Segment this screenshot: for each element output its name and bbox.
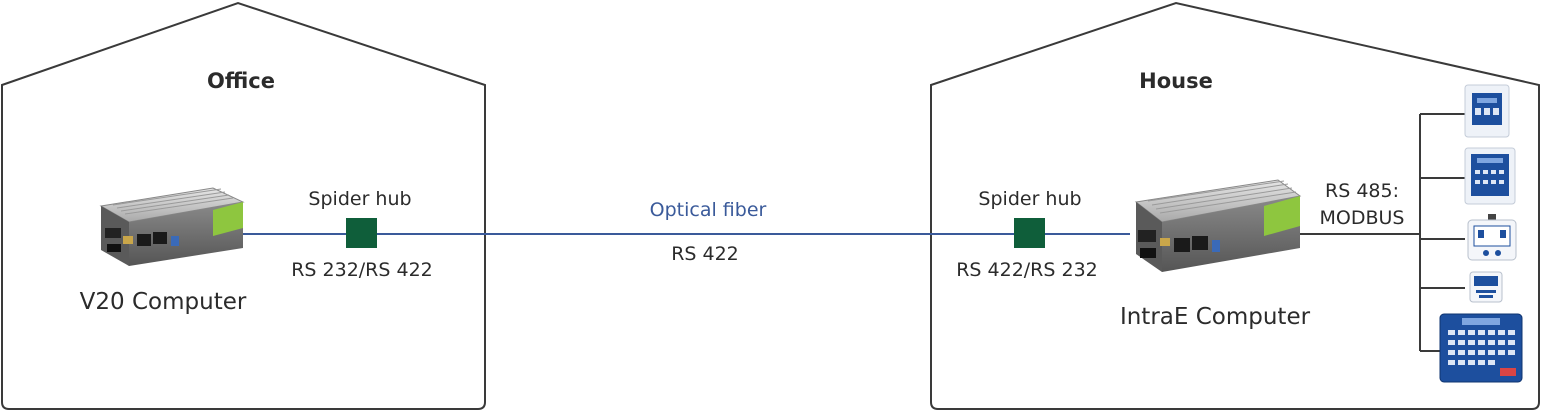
office-title: Office bbox=[207, 69, 275, 93]
intrae-computer-image bbox=[1134, 179, 1302, 272]
house-hub-protocol: RS 422/RS 232 bbox=[956, 259, 1098, 281]
device-sensor-connection-box bbox=[1467, 214, 1517, 261]
office-spider-hub bbox=[346, 218, 377, 248]
device-bus-tree bbox=[1419, 113, 1465, 352]
house-title: House bbox=[1139, 69, 1213, 93]
bus-label-line2: MODBUS bbox=[1320, 207, 1405, 229]
intrae-computer-label: IntraE Computer bbox=[1120, 304, 1311, 330]
house-building-outline bbox=[930, 1, 1540, 410]
link-medium-label: Optical fiber bbox=[650, 199, 767, 221]
device-inlet-control bbox=[1464, 147, 1516, 205]
v20-computer-label: V20 Computer bbox=[80, 289, 247, 315]
device-keypad-controller bbox=[1439, 313, 1523, 383]
office-hub-label: Spider hub bbox=[308, 188, 411, 210]
bus-label-line1: RS 485: bbox=[1325, 180, 1399, 202]
device-controller-3-keys bbox=[1464, 84, 1510, 138]
office-hub-protocol: RS 232/RS 422 bbox=[291, 259, 433, 281]
device-small-module bbox=[1469, 271, 1503, 303]
office-building-outline bbox=[1, 1, 486, 410]
house-hub-label: Spider hub bbox=[978, 188, 1081, 210]
house-spider-hub bbox=[1014, 218, 1045, 248]
v20-computer-image bbox=[99, 187, 245, 266]
link-protocol-label: RS 422 bbox=[671, 243, 739, 265]
